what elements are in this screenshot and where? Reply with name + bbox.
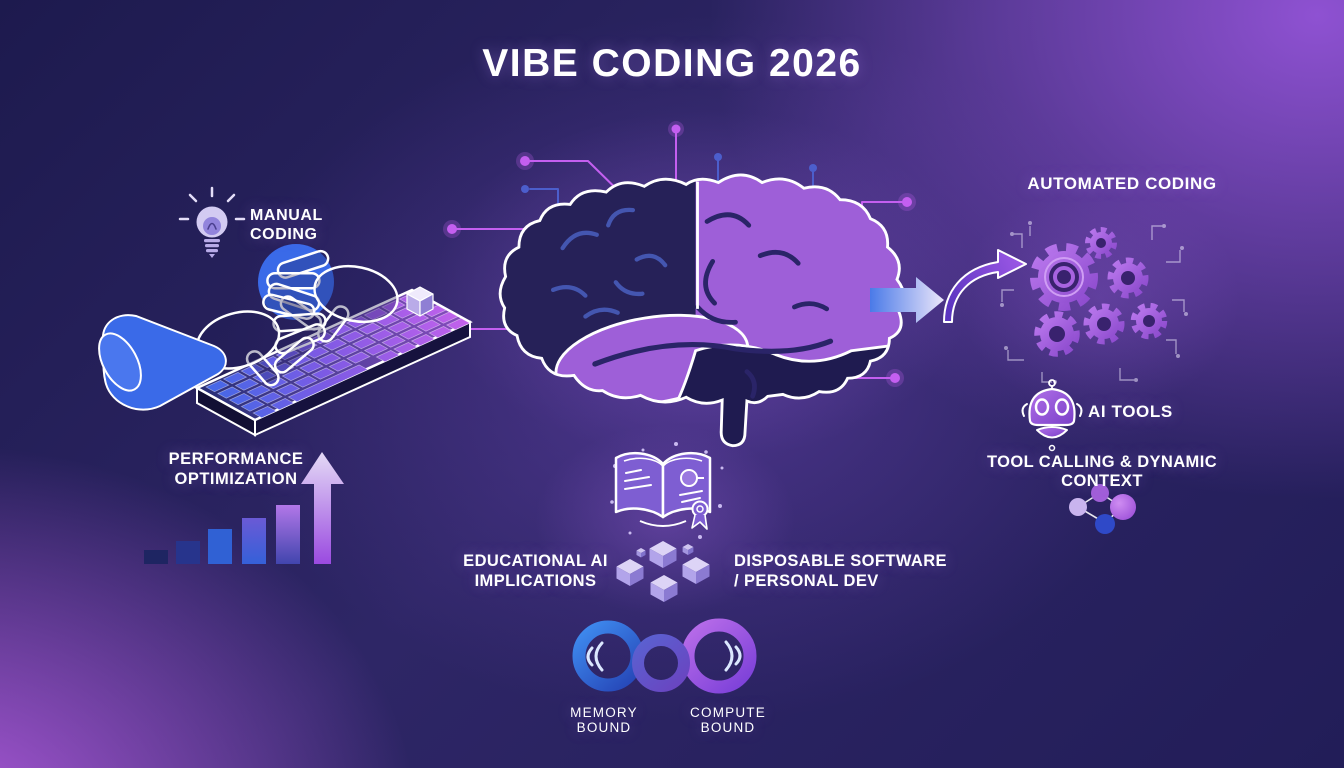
molecule-icon [1069, 484, 1136, 534]
label-manual-coding: MANUAL CODING [250, 206, 323, 244]
label-disposable-software: DISPOSABLE SOFTWARE / PERSONAL DEV [734, 551, 947, 591]
arrow-right-icon [870, 277, 944, 323]
label-line: EDUCATIONAL AI [463, 552, 608, 570]
robot-icon [1021, 379, 1083, 452]
label-line: IMPLICATIONS [474, 572, 597, 590]
label-line: / PERSONAL DEV [734, 572, 879, 590]
infinity-rings-icon [572, 618, 757, 694]
up-arrow-icon [301, 452, 344, 564]
ascending-bar-chart-icon [144, 452, 344, 564]
small-cube-icon [406, 286, 434, 317]
left-hand [195, 293, 327, 387]
open-book-icon [610, 442, 724, 539]
label-line: CODING [250, 226, 318, 243]
label-line: PERFORMANCE [168, 450, 304, 468]
keyboard-icon [194, 288, 473, 437]
label-performance-optimization: PERFORMANCE OPTIMIZATION [164, 450, 308, 489]
label-memory-bound: MEMORY BOUND [570, 705, 638, 735]
lightbulb-icon [178, 186, 246, 258]
stacked-cubes-icon [616, 541, 710, 602]
sleeve [98, 314, 227, 411]
label-line: MANUAL [250, 207, 323, 224]
label-educational-ai: EDUCATIONAL AI IMPLICATIONS [458, 551, 613, 591]
label-automated-coding: AUTOMATED CODING [1027, 174, 1217, 193]
label-ai-tools: AI TOOLS [1088, 402, 1173, 421]
label-tool-calling: TOOL CALLING & DYNAMIC CONTEXT [986, 453, 1218, 490]
label-line: DISPOSABLE SOFTWARE [734, 552, 947, 570]
hands-typing-keyboard-illustration [98, 244, 473, 437]
blue-blob [258, 244, 334, 320]
label-compute-bound: COMPUTE BOUND [690, 705, 766, 735]
page-title: VIBE CODING 2026 [482, 42, 862, 85]
gears-glow [960, 183, 1240, 413]
curved-arrow-icon [943, 249, 1027, 323]
label-line: OPTIMIZATION [174, 469, 298, 488]
book-glow [535, 425, 795, 615]
